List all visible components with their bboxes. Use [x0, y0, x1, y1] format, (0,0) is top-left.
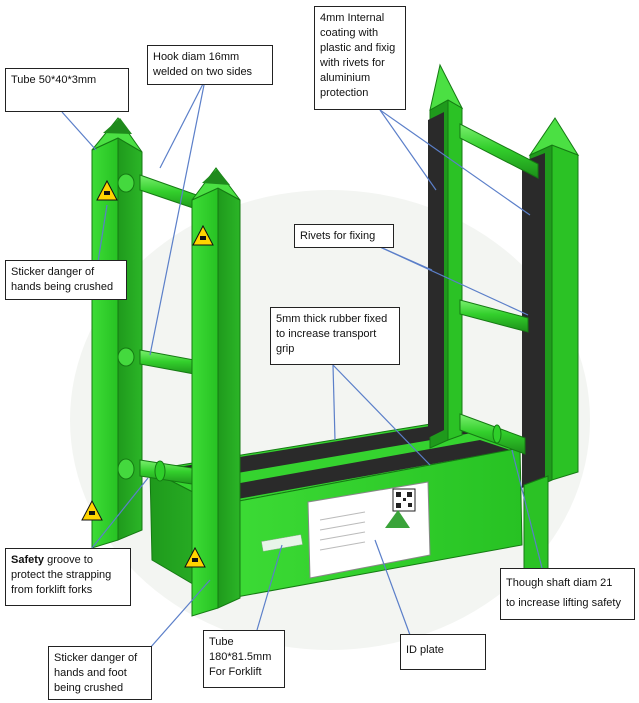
callout-shaft: Though shaft diam 21 to increase lifting…	[500, 568, 635, 620]
callout-rivets: Rivets for fixing	[294, 224, 394, 248]
rear-right-post	[522, 117, 580, 491]
callout-id-plate: ID plate	[400, 634, 486, 670]
plate-logo-triangle	[385, 510, 410, 528]
rear-left-post	[428, 63, 464, 449]
callout-safety: Safety groove to protect the strapping f…	[5, 548, 131, 606]
callout-coating: 4mm Internal coating with plastic and fi…	[314, 6, 406, 110]
hand-crush-warning-icon	[96, 179, 118, 201]
callout-sticker-hands: Sticker danger of hands being crushed	[5, 260, 127, 300]
hand-crush-warning-icon	[192, 224, 214, 246]
callout-tube-180: Tube 180*81.5mm For Forklift	[203, 630, 285, 688]
front-right-post	[191, 167, 241, 617]
front-left-post	[91, 117, 143, 549]
qr-code-icon	[392, 488, 416, 512]
rear-crossbars	[459, 123, 539, 455]
coating-strip-rear-left	[428, 112, 444, 438]
hand-crush-warning-icon	[81, 499, 103, 521]
leader-lines	[61, 79, 543, 649]
small-label	[261, 534, 303, 552]
callout-hook: Hook diam 16mm welded on two sides	[147, 45, 273, 85]
id-plate	[307, 481, 431, 579]
front-crossbars	[117, 173, 206, 487]
callout-tube-50: Tube 50*40*3mm	[5, 68, 129, 112]
callout-sticker-foot: Sticker danger of hands and foot being c…	[48, 646, 152, 700]
safety-groove	[154, 460, 166, 482]
callout-rubber: 5mm thick rubber fixed to increase trans…	[270, 307, 400, 365]
rubber-strip-front	[190, 440, 510, 503]
coating-strip-rear-right	[522, 153, 545, 488]
hand-crush-warning-icon	[184, 546, 206, 568]
